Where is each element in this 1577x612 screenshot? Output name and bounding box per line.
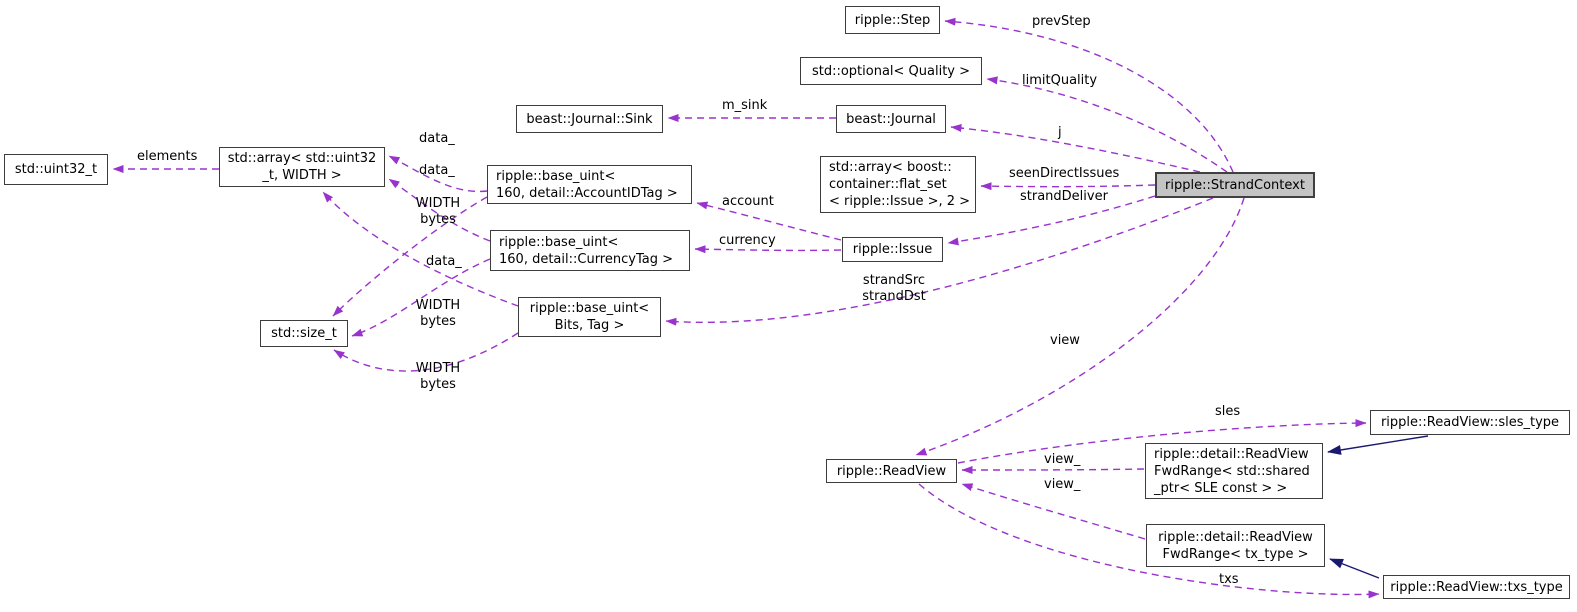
edge-stranddeliver <box>947 195 1156 246</box>
node-label: ripple::ReadView::txs_type <box>1390 579 1563 595</box>
node-label: beast::Journal <box>846 111 936 127</box>
node-label: ripple::base_uint< <box>529 301 650 316</box>
node-label: std::optional< Quality > <box>811 63 971 79</box>
node-base-uint-currency[interactable]: ripple::base_uint< 160, detail::Currency… <box>490 230 690 271</box>
node-label: std::array< boost:: <box>829 160 952 175</box>
edge-widthbytes-account <box>332 196 488 317</box>
edge-label-width-bytes: WIDTH bytes <box>410 298 466 330</box>
edge-label-view: view <box>1050 333 1080 348</box>
edge-label-data: data_ <box>426 254 462 269</box>
edge-txs <box>918 483 1380 599</box>
node-ripple-step[interactable]: ripple::Step <box>845 6 940 34</box>
node-label: 160, detail::CurrencyTag > <box>499 251 673 267</box>
node-label: ripple::ReadView <box>836 463 947 479</box>
edge-strandsrc-stranddst <box>665 197 1214 326</box>
node-label: FwdRange< std::shared <box>1154 463 1310 479</box>
edge-view <box>915 197 1245 456</box>
edge-label-seendirectissues: seenDirectIssues <box>1009 166 1120 181</box>
node-base-uint-bits-tag[interactable]: ripple::base_uint< Bits, Tag > <box>518 297 661 337</box>
edge-label-line: strandSrc <box>862 273 926 288</box>
node-label: beast::Journal::Sink <box>526 111 653 127</box>
node-strand-context[interactable]: ripple::StrandContext <box>1155 172 1315 198</box>
edge-label-sles: sles <box>1215 404 1241 419</box>
node-label: 160, detail::AccountIDTag > <box>496 185 678 201</box>
node-label: std::uint32_t <box>14 162 98 177</box>
node-std-array-uint32[interactable]: std::array< std::uint32 _t, WIDTH > <box>219 147 385 187</box>
node-label: std::size_t <box>271 326 337 341</box>
edge-label-line: bytes <box>420 377 456 392</box>
edge-account <box>696 201 842 241</box>
node-label: ripple::detail::ReadView <box>1158 529 1313 545</box>
node-label: ripple::Issue <box>852 242 933 257</box>
node-std-size-t[interactable]: std::size_t <box>260 320 348 347</box>
edge-data-currency <box>388 178 491 242</box>
node-ripple-issue[interactable]: ripple::Issue <box>842 237 943 262</box>
edge-label-line: strandDst <box>862 289 926 304</box>
edge-seendirectissues <box>980 182 1156 191</box>
node-label: FwdRange< tx_type > <box>1162 546 1309 562</box>
edge-label-elements: elements <box>137 149 198 164</box>
node-label: container::flat_set <box>829 177 947 192</box>
edge-label-data: data_ <box>419 163 455 178</box>
edge-label-line: bytes <box>420 314 456 329</box>
node-label: _t, WIDTH > <box>262 168 342 183</box>
edge-label-txs: txs <box>1219 572 1239 587</box>
edge-data-bits <box>322 191 519 307</box>
node-label: ripple::Step <box>854 12 931 28</box>
edge-inherit-txs-type <box>1329 558 1380 579</box>
edge-label-width-bytes: WIDTH bytes <box>410 361 466 393</box>
edge-label-line: WIDTH <box>415 361 461 376</box>
node-std-optional-quality[interactable]: std::optional< Quality > <box>800 57 982 85</box>
node-label: _ptr< SLE const > > <box>1154 480 1288 496</box>
node-beast-journal-sink[interactable]: beast::Journal::Sink <box>516 105 663 133</box>
edge-label-line: bytes <box>420 212 456 227</box>
edge-data-account <box>388 155 488 193</box>
edge-view-sle <box>961 465 1145 474</box>
node-fwdrange-sle[interactable]: ripple::detail::ReadView FwdRange< std::… <box>1145 443 1323 499</box>
edge-view-tx <box>961 483 1146 540</box>
node-label: ripple::ReadView::sles_type <box>1380 415 1560 430</box>
edge-limitquality <box>986 76 1228 173</box>
node-flatset-issue-array[interactable]: std::array< boost:: container::flat_set … <box>820 156 976 213</box>
edge-label-view-underscore: view_ <box>1044 477 1081 492</box>
edge-label-view-underscore: view_ <box>1044 452 1081 467</box>
node-base-uint-accountid[interactable]: ripple::base_uint< 160, detail::AccountI… <box>487 165 692 204</box>
node-label: ripple::base_uint< <box>499 234 619 250</box>
node-txs-type[interactable]: ripple::ReadView::txs_type <box>1383 575 1570 599</box>
edge-label-line: WIDTH <box>415 298 461 313</box>
node-beast-journal[interactable]: beast::Journal <box>836 105 946 133</box>
node-label: ripple::StrandContext <box>1165 177 1305 193</box>
node-std-uint32-t[interactable]: std::uint32_t <box>4 154 108 185</box>
edge-label-m-sink: m_sink <box>722 98 768 113</box>
edge-label-strandsrc-stranddst: strandSrc strandDst <box>856 273 932 305</box>
edge-label-stranddeliver: strandDeliver <box>1020 189 1108 204</box>
edge-label-currency: currency <box>719 233 776 248</box>
node-label: std::array< std::uint32 <box>227 151 377 166</box>
node-label: Bits, Tag > <box>554 318 625 333</box>
edge-label-line: WIDTH <box>415 196 461 211</box>
edge-sles <box>957 419 1367 464</box>
edge-prevstep <box>944 17 1234 173</box>
node-sles-type[interactable]: ripple::ReadView::sles_type <box>1370 410 1570 435</box>
edge-inherit-sles-type <box>1327 435 1429 455</box>
edge-currency <box>694 245 842 254</box>
node-readview[interactable]: ripple::ReadView <box>826 459 957 483</box>
node-label: < ripple::Issue >, 2 > <box>829 194 971 209</box>
edge-j <box>950 124 1201 173</box>
edge-label-width-bytes: WIDTH bytes <box>410 196 466 228</box>
node-label: ripple::detail::ReadView <box>1154 446 1309 462</box>
edge-label-account: account <box>722 194 774 209</box>
edge-label-j: j <box>1058 125 1062 140</box>
node-label: ripple::base_uint< <box>496 168 616 184</box>
edge-label-limitquality: limitQuality <box>1022 73 1098 88</box>
edge-label-prevstep: prevStep <box>1032 14 1091 29</box>
node-fwdrange-tx[interactable]: ripple::detail::ReadView FwdRange< tx_ty… <box>1146 524 1325 567</box>
edge-widthbytes-bits <box>333 332 519 372</box>
edge-label-data: data_ <box>419 131 455 146</box>
